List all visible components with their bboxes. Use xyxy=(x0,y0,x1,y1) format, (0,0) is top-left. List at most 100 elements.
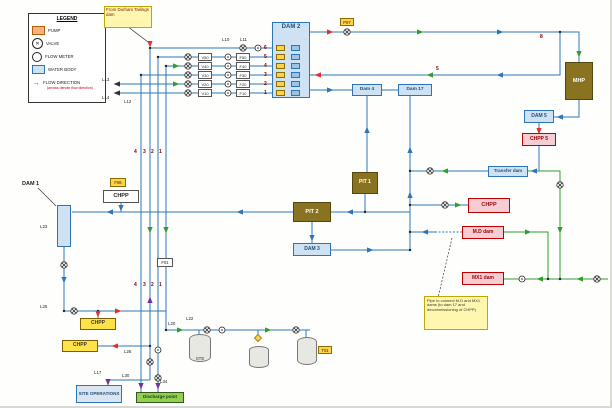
valve-icon xyxy=(292,326,300,334)
dam2-port-number: 1 xyxy=(264,90,267,96)
valve-icon xyxy=(184,71,192,79)
line-number: 5 xyxy=(436,66,439,72)
legend-item-valve: VALVE xyxy=(46,41,60,46)
point-label: L30 xyxy=(122,373,130,378)
valve-icon xyxy=(70,307,78,315)
flow-meter-icon xyxy=(218,326,226,334)
dam2-outlet-chip xyxy=(291,45,300,51)
flow-meter-icon xyxy=(224,80,232,88)
valve-icon xyxy=(146,358,154,366)
md-dam: M.D dam xyxy=(462,226,504,239)
point-label: L23 xyxy=(40,224,48,229)
dam2-outlet-chip xyxy=(291,54,300,60)
valve-tag: V50 xyxy=(198,53,212,61)
pit1: PIT 1 xyxy=(352,172,378,194)
line-number: 2 xyxy=(151,149,154,155)
meter-tag: F30 xyxy=(236,71,250,79)
valve-icon xyxy=(426,167,434,175)
dam2-pump-chip xyxy=(276,72,285,78)
dam2-outlet-chip xyxy=(291,90,300,96)
f06-tag: F06 xyxy=(110,178,126,187)
point-label: L20 xyxy=(168,321,176,326)
valve-icon xyxy=(343,28,351,36)
line-number: 2 xyxy=(151,282,154,288)
note-pipe-connect: Pipe to connect M.D and MX1 dams (to dam… xyxy=(424,296,488,330)
dam2-port-number: 4 xyxy=(264,63,267,69)
point-label: L25 xyxy=(40,304,48,309)
point-label: L34 xyxy=(160,379,168,384)
flow-meter-icon xyxy=(518,275,526,283)
point-label: L17 xyxy=(94,370,102,375)
mhp-plant: MHP xyxy=(565,62,593,100)
legend-title: LEGEND xyxy=(56,16,78,22)
dam2-outlet-chip xyxy=(291,63,300,69)
line-number: 3 xyxy=(143,282,146,288)
chpp-bottom-1: CHPP xyxy=(80,318,116,330)
valve-tag: V30 xyxy=(198,71,212,79)
legend-panel: LEGEND PUMP VALVE FLOW METER WATER BODY … xyxy=(28,13,106,103)
point-label: L13 xyxy=(102,77,110,82)
chpp-bottom-2: CHPP xyxy=(62,340,98,352)
meter-tag: F10 xyxy=(236,89,250,97)
f01-tag: F01 xyxy=(157,258,173,267)
dam2-port-number: 6 xyxy=(264,45,267,51)
point-label: L22 xyxy=(186,316,194,321)
water-body-icon xyxy=(32,65,45,74)
dam2-outlet-chip xyxy=(291,72,300,78)
chpp-right-plant: CHPP xyxy=(468,198,510,213)
meter-tag: F20 xyxy=(236,80,250,88)
note-from-durham: From Durham Tailings dam xyxy=(104,6,152,28)
line-number: 8 xyxy=(540,34,543,40)
dam2-pump-chip xyxy=(276,63,285,69)
dam2-port-number: 2 xyxy=(264,81,267,87)
valve-icon xyxy=(60,261,68,269)
flow-meter-icon xyxy=(32,51,42,62)
discharge-point: Discharge point xyxy=(136,392,184,403)
valve-icon xyxy=(556,181,564,189)
legend-item-pump: PUMP xyxy=(48,28,61,33)
valve-icon xyxy=(184,80,192,88)
dam17-water-body: Dam 17 xyxy=(398,84,432,96)
flow-meter-icon xyxy=(224,62,232,70)
junction-dots xyxy=(62,30,562,348)
flow-meter-icon xyxy=(224,71,232,79)
valve-icon xyxy=(203,326,211,334)
legend-item-flow-meter: FLOW METER xyxy=(45,54,74,59)
valve-icon xyxy=(184,53,192,61)
dam2-pump-chip xyxy=(276,45,285,51)
legend-item-flow-direction: FLOW DIRECTION xyxy=(43,80,81,85)
point-label: L26 xyxy=(124,349,132,354)
dam2-label: DAM 2 xyxy=(281,24,301,30)
point-label: L11 xyxy=(240,37,247,42)
legend-item-water-body: WATER BODY xyxy=(48,67,77,72)
dam1-water-body xyxy=(57,205,71,247)
line-number: 4 xyxy=(134,282,137,288)
dam1-label: DAM 1 xyxy=(22,181,40,187)
meter-tag: F40 xyxy=(236,62,250,70)
dam4-water-body: Dam 4 xyxy=(352,84,382,96)
dam2-pump-chip xyxy=(276,54,285,60)
line-number: 4 xyxy=(134,149,137,155)
flow-meter-icon xyxy=(154,346,162,354)
line-number: 1 xyxy=(159,282,162,288)
legend-flow-note: (arrows denote flow direction) xyxy=(47,86,93,90)
line-number: 3 xyxy=(143,149,146,155)
site-operations: SITE OPERATIONS xyxy=(76,385,122,403)
pump-icon xyxy=(32,26,45,35)
valve-icon xyxy=(239,44,247,52)
flow-meter-icon xyxy=(254,44,262,52)
transfer-dam: Transfer dam xyxy=(488,166,528,177)
flow-meter-icon xyxy=(224,53,232,61)
diamond-valve-icon xyxy=(254,334,262,342)
valve-icon xyxy=(441,201,449,209)
dam2-pump-chip xyxy=(276,90,285,96)
dam2-port-number: 5 xyxy=(264,54,267,60)
pit2: PIT 2 xyxy=(293,202,331,222)
dam3-water-body: DAM 3 xyxy=(293,243,331,256)
storage-tank xyxy=(297,337,317,365)
p07-pump-tag: P07 xyxy=(340,18,354,26)
ste-tank: STE xyxy=(189,334,211,362)
mx1-dam: MX1 dam xyxy=(462,272,504,285)
point-label: L12 xyxy=(124,99,132,104)
